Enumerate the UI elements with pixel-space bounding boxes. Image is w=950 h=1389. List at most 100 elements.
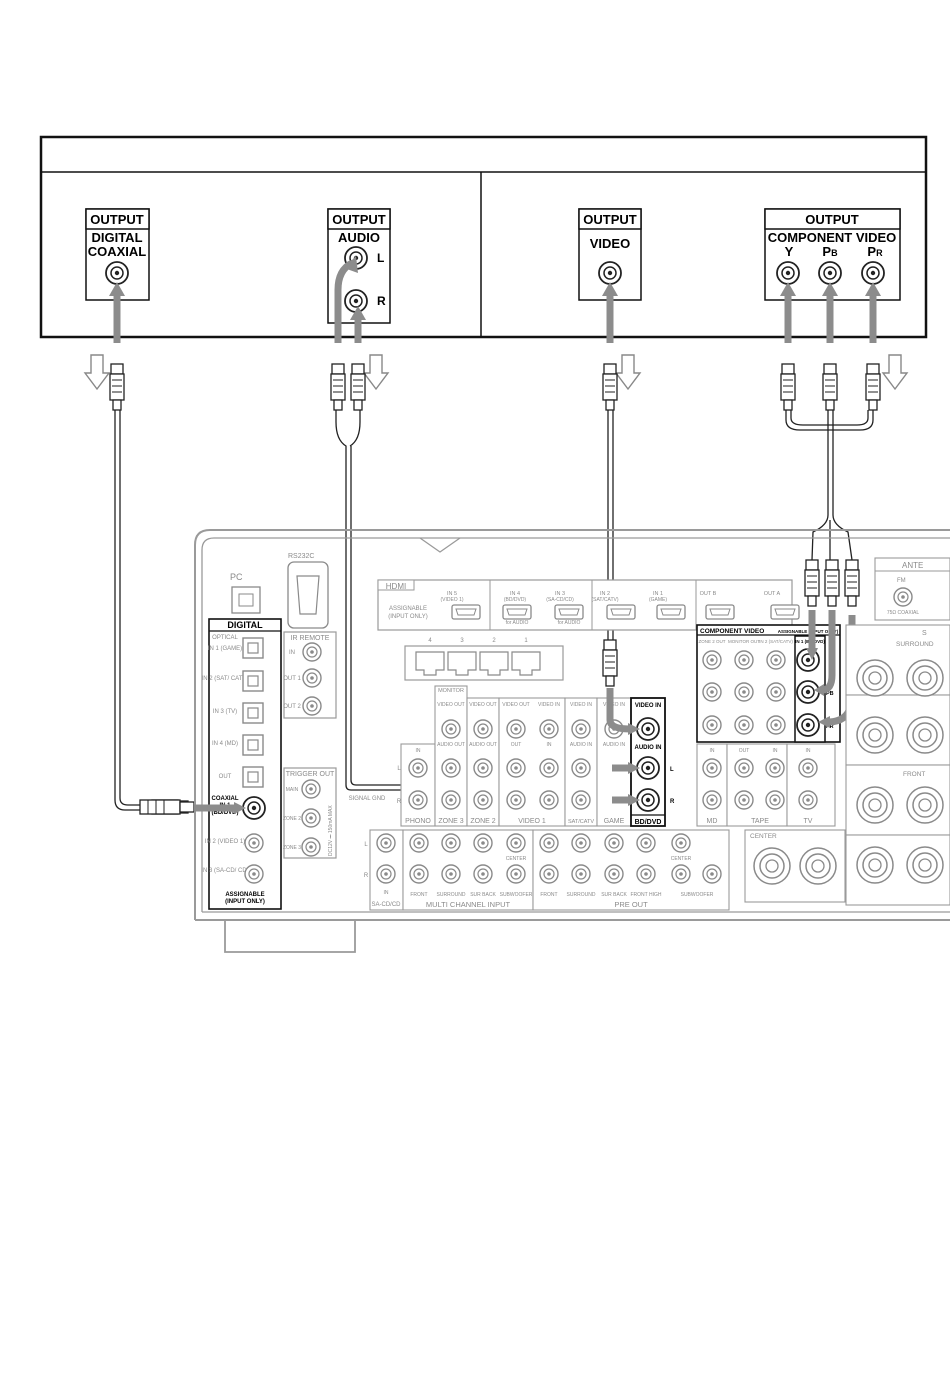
mci-surround-r-jack[interactable] [441,864,461,884]
component-zone2-pr-jack[interactable] [702,715,722,735]
satcatv-l-jack[interactable] [571,758,591,778]
video-output-jack[interactable] [598,261,622,285]
tape-in-r-jack[interactable] [765,790,785,810]
surround-minus-terminal[interactable] [906,659,944,697]
mci-surback-l-jack[interactable] [473,833,493,853]
phono-r-jack[interactable] [408,790,428,810]
mci-center-jack[interactable] [506,833,526,853]
hdmi-outa-port[interactable] [770,604,800,620]
pre-front-l-jack[interactable] [539,833,559,853]
hdmi-in2-port[interactable] [606,604,636,620]
front-b-plus-terminal[interactable] [856,846,894,884]
optical-in1[interactable] [242,637,264,659]
hdmi-in1-port[interactable] [656,604,686,620]
ir-in-jack[interactable] [302,642,322,662]
sacd-r-jack[interactable] [376,864,396,884]
component-output-pr-jack[interactable] [861,261,885,285]
hdmi-in5-port[interactable] [451,604,481,620]
bddvd-audio-r-jack[interactable] [636,788,660,812]
hdmi-outb-port[interactable] [705,604,735,620]
trigger-zone3-jack[interactable] [301,837,321,857]
component-in1-pr-jack[interactable] [796,713,820,737]
center-plus-terminal[interactable] [753,847,791,885]
mci-front-r-jack[interactable] [409,864,429,884]
trigger-zone2-jack[interactable] [301,808,321,828]
optical-in4[interactable] [242,734,264,756]
pre-center-jack[interactable] [671,833,691,853]
coax-in2-jack[interactable] [244,833,264,853]
zone3-l-jack[interactable] [441,758,461,778]
pre-surback-r-jack[interactable] [604,864,624,884]
coax-in3-jack[interactable] [244,864,264,884]
mci-surback-r-jack[interactable] [473,864,493,884]
satcatv-r-jack[interactable] [571,790,591,810]
pre-surback-l-jack[interactable] [604,833,624,853]
ir-out2-jack[interactable] [302,696,322,716]
component-monitor-pb-jack[interactable] [734,682,754,702]
ir-out1-jack[interactable] [302,668,322,688]
lan-port-2[interactable] [479,651,509,676]
component-in2-pr-jack[interactable] [766,715,786,735]
center-minus-terminal[interactable] [799,847,837,885]
bddvd-audio-l-jack[interactable] [636,756,660,780]
surround-b-plus-terminal[interactable] [856,716,894,754]
zone2-r-jack[interactable] [473,790,493,810]
surround-b-minus-terminal[interactable] [906,716,944,754]
component-in2-y-jack[interactable] [766,650,786,670]
lan-port-1[interactable] [511,651,541,676]
trigger-main-jack[interactable] [301,779,321,799]
mci-surround-l-jack[interactable] [441,833,461,853]
zone2-video-out-jack[interactable] [473,719,493,739]
phono-l-jack[interactable] [408,758,428,778]
zone3-video-out-jack[interactable] [441,719,461,739]
tape-out-r-jack[interactable] [734,790,754,810]
component-monitor-y-jack[interactable] [734,650,754,670]
component-output-pb-jack[interactable] [818,261,842,285]
component-monitor-pr-jack[interactable] [734,715,754,735]
video1-out-r-jack[interactable] [506,790,526,810]
pre-surround-r-jack[interactable] [571,864,591,884]
pre-subwoofer-2-jack[interactable] [702,864,722,884]
tv-l-jack[interactable] [798,758,818,778]
pre-fronthigh-l-jack[interactable] [636,833,656,853]
optical-out[interactable] [242,766,264,788]
pre-front-r-jack[interactable] [539,864,559,884]
front-b-minus-terminal[interactable] [906,846,944,884]
tape-in-l-jack[interactable] [765,758,785,778]
hdmi-in3-port[interactable] [554,604,584,620]
pre-subwoofer-1-jack[interactable] [671,864,691,884]
front-plus-terminal[interactable] [856,786,894,824]
audio-output-r-jack[interactable] [344,289,368,313]
component-in1-pb-jack[interactable] [796,680,820,704]
video1-in-l-jack[interactable] [539,758,559,778]
md-l-jack[interactable] [702,758,722,778]
mci-front-l-jack[interactable] [409,833,429,853]
coax-in1-jack[interactable] [242,796,266,820]
video1-video-in-jack[interactable] [539,719,559,739]
zone2-l-jack[interactable] [473,758,493,778]
optical-in3[interactable] [242,702,264,724]
optical-in2[interactable] [242,670,264,692]
tv-r-jack[interactable] [798,790,818,810]
lan-port-3[interactable] [447,651,477,676]
lan-port-4[interactable] [415,651,445,676]
zone3-r-jack[interactable] [441,790,461,810]
hdmi-in4-port[interactable] [502,604,532,620]
front-minus-terminal[interactable] [906,786,944,824]
antenna-fm-jack[interactable] [893,587,913,607]
mci-subwoofer-jack[interactable] [506,864,526,884]
component-zone2-y-jack[interactable] [702,650,722,670]
surround-plus-terminal[interactable] [856,659,894,697]
component-in2-pb-jack[interactable] [766,682,786,702]
video1-out-l-jack[interactable] [506,758,526,778]
sacd-l-jack[interactable] [376,833,396,853]
pre-fronthigh-r-jack[interactable] [636,864,656,884]
component-output-y-jack[interactable] [776,261,800,285]
component-zone2-pb-jack[interactable] [702,682,722,702]
video1-video-out-jack[interactable] [506,719,526,739]
tape-out-l-jack[interactable] [734,758,754,778]
video1-in-r-jack[interactable] [539,790,559,810]
coax-output-jack[interactable] [105,261,129,285]
satcatv-video-in-jack[interactable] [571,719,591,739]
pre-surround-l-jack[interactable] [571,833,591,853]
